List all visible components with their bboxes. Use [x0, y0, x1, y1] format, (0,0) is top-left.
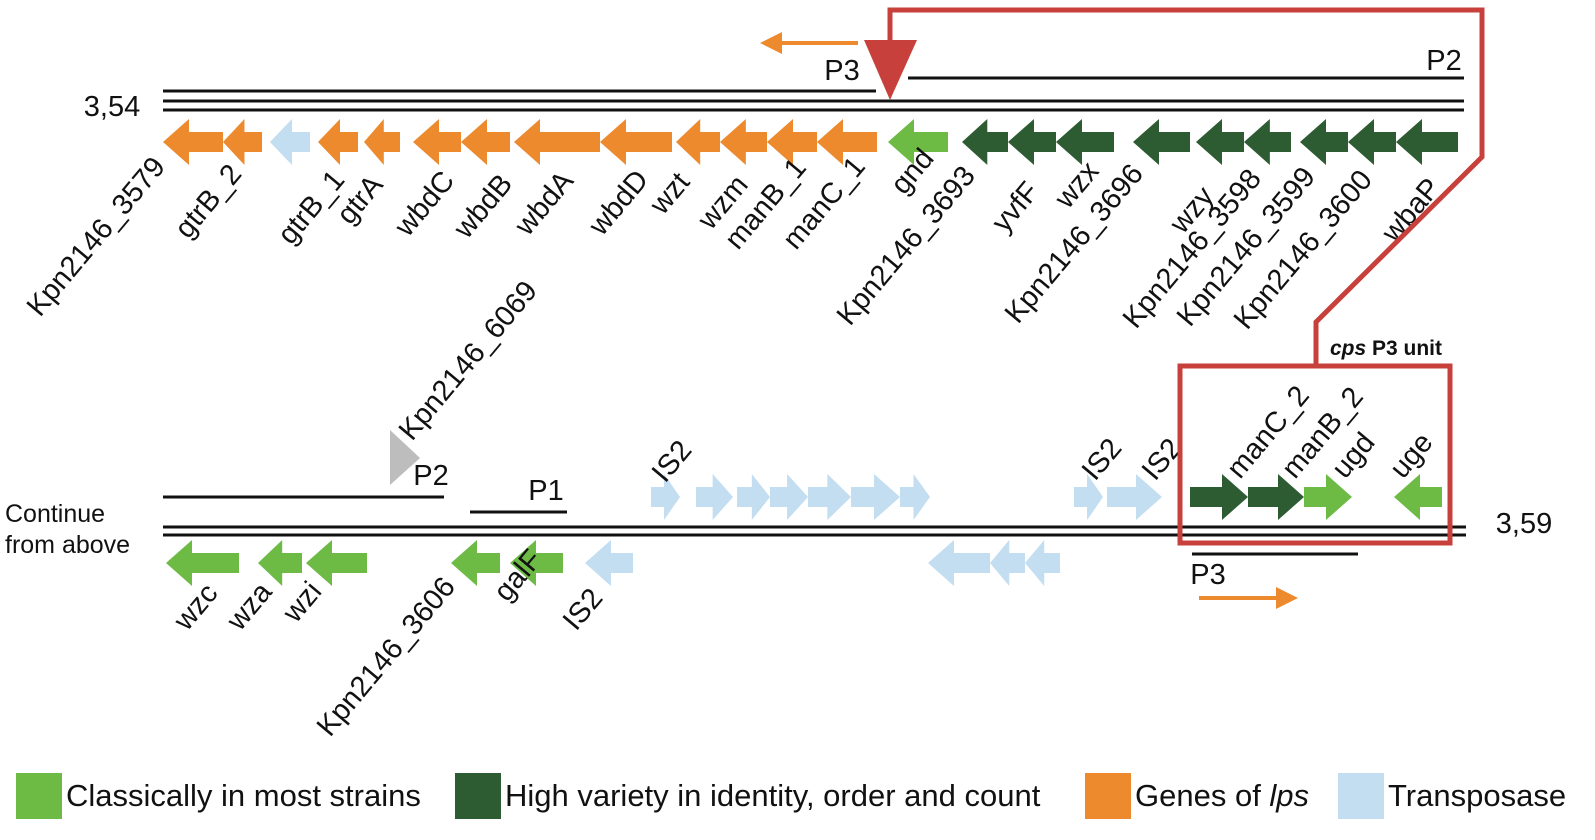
bottom-gene-label: wzc [167, 578, 224, 638]
legend-label-transposase: Transposase [1388, 778, 1567, 813]
bottom-gene-arrow [258, 540, 302, 586]
cps-p3-callout: cps P3 unit [864, 7, 1485, 546]
legend-label-variable: High variety in identity, order and coun… [505, 778, 1041, 813]
bottom-promoter-p2-label: P2 [413, 460, 448, 492]
legend-classic: Classically in most strains [16, 773, 421, 819]
transposase-arrow-up [1074, 474, 1103, 520]
inserted-gene-label: Kpn2146_6069 [393, 275, 544, 446]
top-gene-label: Kpn2146_3579 [21, 151, 172, 322]
unit-gene-arrow [1190, 474, 1248, 520]
unit-gene-label: uge [1384, 427, 1440, 485]
bottom-gene-arrow [585, 540, 633, 586]
top-gene-label: wbaP [1375, 172, 1447, 249]
p3-direction-arrowhead-top [760, 32, 782, 54]
bottom-promoter-p3-label: P3 [1190, 559, 1225, 591]
top-gene-arrow [461, 119, 510, 165]
top-gene-arrow [1300, 119, 1348, 165]
top-gene-arrow [1244, 119, 1291, 165]
bottom-gene-arrow [510, 540, 563, 586]
top-gene-arrow [962, 119, 1008, 165]
top-promoter-p2-label: P2 [1426, 45, 1461, 77]
cps-p3-unit-label: cps P3 unit [1330, 337, 1442, 360]
transposase-arrow-up [808, 474, 851, 520]
unit-gene-arrow [1394, 474, 1442, 520]
top-gene-arrow [767, 119, 817, 165]
top-gene-label: wbdD [582, 164, 655, 242]
transposase-arrow-up [696, 474, 733, 520]
unit-gene-arrow [1248, 474, 1304, 520]
backbone-lines [163, 32, 1466, 609]
transposase-arrow-up [737, 474, 770, 520]
continue-label-line1: Continue [5, 500, 105, 528]
top-gene-arrow [318, 119, 358, 165]
top-gene-arrow [600, 119, 672, 165]
top-gene-arrow [413, 119, 461, 165]
insertion-marker-triangle [864, 40, 917, 100]
bottom-gene-arrow [990, 540, 1025, 586]
cps-italic: cps [1330, 337, 1366, 360]
transposase-arrow-up [1107, 474, 1162, 520]
legend-variable: High variety in identity, order and coun… [455, 773, 1040, 819]
top-gene-arrow [1056, 119, 1114, 165]
top-gene-arrow [364, 119, 400, 165]
top-gene-arrow [163, 119, 223, 165]
transposase-arrow-up [900, 474, 930, 520]
legend-transposase: Transposase [1338, 773, 1566, 819]
legend-label-classic: Classically in most strains [66, 778, 421, 813]
bottom-gene-arrow [166, 540, 239, 586]
top-gene-arrow [817, 119, 877, 165]
bottom-promoter-p1-label: P1 [528, 475, 563, 507]
continue-label-line2: from above [5, 531, 130, 559]
legend-swatch-classic [16, 773, 62, 819]
legend-swatch-variable [455, 773, 501, 819]
top-gene-arrow [1008, 119, 1056, 165]
inserted-gene-arrow [390, 430, 420, 485]
bottom-gene-label: IS2 [557, 583, 609, 637]
legend-label-lps-text: Genes of [1135, 778, 1270, 813]
bottom-gene-arrow [451, 540, 500, 586]
start-position-label: 3,54 [84, 91, 140, 123]
top-gene-arrow [223, 119, 262, 165]
gene-arrows [163, 119, 1458, 586]
p3-direction-arrowhead-bottom [1276, 587, 1298, 609]
top-gene-arrow [720, 119, 767, 165]
top-gene-label: yvfF [986, 176, 1046, 239]
bottom-gene-label: wzi [276, 576, 328, 629]
top-gene-arrow [1396, 119, 1458, 165]
top-gene-arrow [1196, 119, 1244, 165]
bottom-gene-label: Kpn2146_3606 [311, 571, 462, 742]
legend-label-lps: Genes of lps [1135, 778, 1309, 814]
upper-is2-label: IS2 [1076, 433, 1128, 487]
top-gene-arrow [676, 119, 720, 165]
top-gene-arrow [1348, 119, 1396, 165]
transposase-arrow-up [651, 474, 680, 520]
legend-swatch-transposase [1338, 773, 1384, 819]
legend-label-lps-italic: lps [1269, 778, 1310, 813]
p3-unit-text: P3 unit [1366, 337, 1442, 360]
bottom-gene-label: wza [220, 576, 279, 638]
transposase-arrow-up [851, 474, 900, 520]
bottom-gene-arrow [306, 540, 367, 586]
top-gene-arrow [270, 119, 310, 165]
top-gene-arrow [1133, 119, 1190, 165]
legend-lps: Genes of lps [1085, 773, 1309, 819]
cps-p3-connector [887, 7, 1485, 366]
top-gene-label: gtrB_2 [169, 158, 248, 244]
unit-gene-arrow [1304, 474, 1352, 520]
bottom-gene-arrow [1025, 540, 1060, 586]
top-gene-arrow [888, 119, 948, 165]
transposase-arrow-up [770, 474, 808, 520]
top-gene-label: wbdA [508, 165, 580, 242]
top-gene-label: wbdC [388, 165, 461, 243]
top-promoter-p3-label: P3 [824, 55, 859, 87]
upper-is2-label: IS2 [646, 435, 698, 489]
top-gene-arrow [514, 119, 600, 165]
end-position-label: 3,59 [1496, 508, 1552, 540]
top-gene-label: wbdB [447, 168, 519, 245]
bottom-gene-arrow [928, 540, 990, 586]
top-gene-label: wzt [643, 167, 696, 222]
legend-swatch-lps [1085, 773, 1131, 819]
